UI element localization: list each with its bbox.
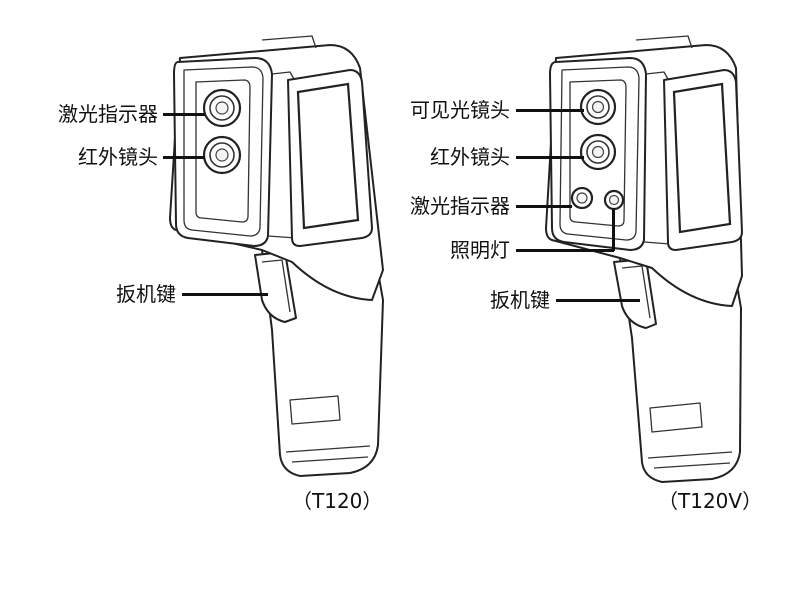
t120v-visible-lens-label: 可见光镜头	[410, 98, 510, 122]
t120-model-caption: （T120）	[292, 489, 383, 513]
t120-ir-lens-label: 红外镜头	[78, 145, 158, 169]
t120v-laser-label: 激光指示器	[410, 194, 510, 218]
t120v-light-leader-v	[612, 208, 615, 251]
t120v-light-leader-h	[516, 249, 614, 252]
t120-trigger-label: 扳机键	[116, 282, 176, 306]
t120v-trigger	[613, 258, 657, 329]
t120v-light-label: 照明灯	[450, 238, 510, 262]
t120v-ir-lens-leader	[516, 156, 584, 159]
t120-ir-lens-leader	[163, 156, 205, 159]
t120v-trigger-leader	[556, 299, 640, 302]
t120v-visible-lens-leader	[516, 109, 584, 112]
t120-trigger-leader	[182, 293, 268, 296]
t120v-ir-lens-label: 红外镜头	[430, 145, 510, 169]
t120-trigger	[254, 251, 297, 323]
t120v-laser-leader	[516, 205, 572, 208]
t120-laser-label: 激光指示器	[58, 102, 158, 126]
t120v-trigger-label: 扳机键	[490, 288, 550, 312]
t120v-model-caption: （T120V）	[658, 489, 763, 513]
t120-screen	[296, 82, 360, 230]
t120v-screen	[672, 82, 732, 234]
t120-laser-leader	[163, 113, 205, 116]
